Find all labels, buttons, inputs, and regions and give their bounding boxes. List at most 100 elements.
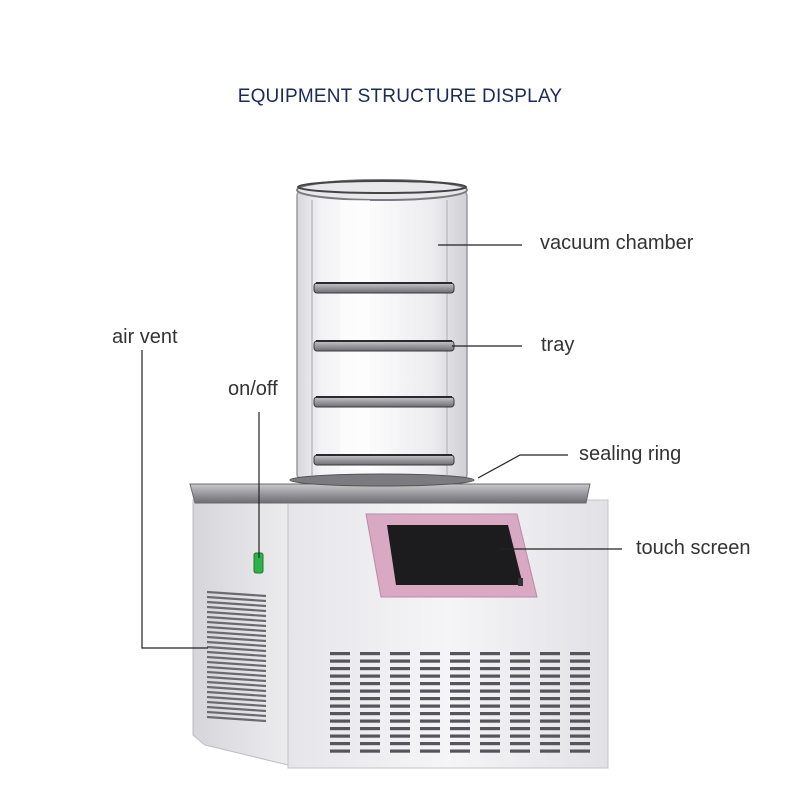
vent-slat <box>206 600 267 608</box>
label-sealing-ring: sealing ring <box>579 443 682 465</box>
vent-slot <box>540 659 560 663</box>
vent-slot <box>480 689 500 693</box>
vent-slot <box>540 727 560 731</box>
vent-slot <box>570 727 590 731</box>
vent-slot <box>450 697 470 701</box>
vent-slat <box>206 695 267 703</box>
vent-slot <box>510 712 530 716</box>
vent-slot <box>540 742 560 746</box>
vent-slot <box>330 652 350 656</box>
vent-slot <box>360 742 380 746</box>
vent-slot <box>360 719 380 723</box>
vent-slot <box>420 652 440 656</box>
vent-slot <box>360 667 380 671</box>
leader-sealing-ring <box>477 454 568 479</box>
vent-slot <box>390 719 410 723</box>
vent-slot <box>420 659 440 663</box>
vent-slot <box>390 652 410 656</box>
vent-slot <box>390 749 410 753</box>
vent-slat <box>206 595 267 603</box>
vent-slat <box>206 640 267 648</box>
touch-screen <box>365 513 538 598</box>
vent-slot <box>420 697 440 701</box>
page-title: EQUIPMENT STRUCTURE DISPLAY <box>237 86 563 107</box>
vent-slot <box>480 734 500 738</box>
vent-slot <box>540 749 560 753</box>
vent-slot <box>330 719 350 723</box>
leader-air-vent <box>141 350 208 649</box>
vent-slot <box>450 742 470 746</box>
vent-slot <box>540 719 560 723</box>
vent-slot <box>540 682 560 686</box>
vent-slot <box>570 719 590 723</box>
vent-slot <box>510 742 530 746</box>
vent-slot <box>510 719 530 723</box>
vent-slot <box>360 712 380 716</box>
vent-slot <box>420 719 440 723</box>
vent-slot <box>510 659 530 663</box>
vent-slot <box>360 689 380 693</box>
vent-slat <box>206 700 267 708</box>
vent-slot <box>570 749 590 753</box>
vent-slot <box>390 689 410 693</box>
vent-slot <box>420 667 440 671</box>
vent-slot <box>480 719 500 723</box>
vent-slot <box>450 734 470 738</box>
tray-shelf <box>313 396 455 408</box>
vent-slot <box>540 712 560 716</box>
vent-slot <box>570 674 590 678</box>
vent-slot <box>510 667 530 671</box>
vent-slot <box>480 659 500 663</box>
vent-slot <box>570 697 590 701</box>
vent-slot <box>510 682 530 686</box>
label-on-off: on/off <box>228 378 278 400</box>
vent-slot <box>510 704 530 708</box>
vent-slat <box>206 655 267 663</box>
tray-shelf <box>313 340 455 352</box>
vent-slot <box>360 749 380 753</box>
vent-slot <box>390 712 410 716</box>
vent-slot <box>360 652 380 656</box>
vent-slot <box>450 727 470 731</box>
vent-slot <box>570 667 590 671</box>
tray-shelf <box>313 282 455 294</box>
vent-slot <box>570 652 590 656</box>
label-tray: tray <box>541 334 575 356</box>
sealing-ring-part <box>289 473 475 487</box>
vent-slot <box>450 652 470 656</box>
vent-slot <box>540 667 560 671</box>
vent-slot <box>540 704 560 708</box>
vent-slot <box>570 742 590 746</box>
vent-slot <box>390 734 410 738</box>
vent-slot <box>390 667 410 671</box>
vent-slat <box>206 665 267 673</box>
vent-slot <box>390 742 410 746</box>
top-plate <box>189 483 591 504</box>
vent-slot <box>330 742 350 746</box>
vent-slot <box>390 682 410 686</box>
vent-slot <box>570 712 590 716</box>
vent-slat <box>206 650 267 658</box>
vent-slat <box>206 705 267 713</box>
vent-slot <box>480 682 500 686</box>
vent-slot <box>420 712 440 716</box>
vent-slot <box>390 727 410 731</box>
vent-slot <box>540 734 560 738</box>
vent-slot <box>330 689 350 693</box>
vent-slot <box>570 704 590 708</box>
vent-slot <box>420 734 440 738</box>
vent-slat <box>206 590 267 598</box>
vent-slot <box>450 749 470 753</box>
vent-slat <box>206 710 267 718</box>
vent-slot <box>540 689 560 693</box>
vent-slot <box>480 697 500 701</box>
vent-slot <box>480 742 500 746</box>
vent-slot <box>480 727 500 731</box>
label-vacuum-chamber: vacuum chamber <box>540 232 694 254</box>
vent-slot <box>510 674 530 678</box>
vent-slot <box>450 712 470 716</box>
vent-slot <box>450 667 470 671</box>
vent-slot <box>330 674 350 678</box>
vent-slot <box>390 704 410 708</box>
vent-slat <box>206 645 267 653</box>
